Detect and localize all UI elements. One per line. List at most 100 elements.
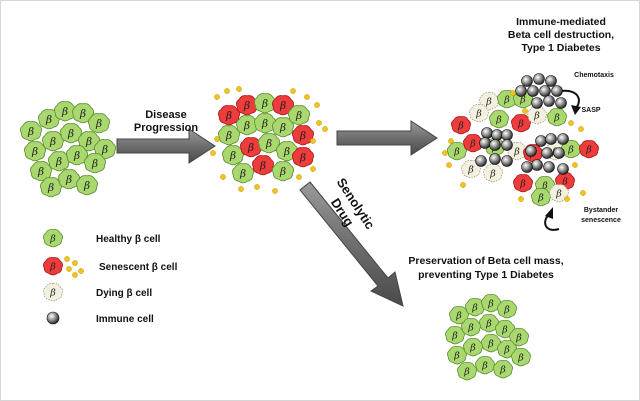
beta-cell-cluster3-7-symbol: β [533, 110, 540, 121]
sasp-dot-cluster2-16 [310, 166, 316, 172]
healthy-beta-cell-cluster4-14-symbol: β [481, 360, 488, 371]
sasp-dot-cluster2-7 [322, 126, 328, 132]
healthy-beta-cell-cluster1-7-body [59, 123, 83, 144]
legend-sasp-dot-0 [64, 256, 70, 262]
sasp-label: SASP [581, 107, 600, 114]
healthy-beta-cell-cluster4-16-body [511, 348, 531, 367]
immune-cell-4 [551, 85, 563, 97]
immune-cell-10 [481, 127, 493, 139]
beta-cell-cluster2-1: β [235, 95, 259, 116]
healthy-beta-cell-cluster1-14: β [39, 177, 63, 198]
healthy-beta-cell-cluster1-1-symbol: β [45, 114, 52, 126]
healthy-beta-cell-cluster4-4-symbol: β [451, 330, 458, 341]
immune-mediated-title-line3: Type 1 Diabetes [521, 42, 600, 54]
legend-dying-icon-symbol: β [49, 287, 56, 298]
beta-cell-cluster3-19-body [513, 174, 533, 193]
legend-immune-label: Immune cell [96, 314, 154, 325]
healthy-beta-cell-cluster1-13: β [83, 153, 107, 174]
immune-cell-3 [539, 85, 551, 97]
healthy-beta-cell-cluster4-11-body [481, 334, 501, 353]
beta-cell-cluster3-3: β [451, 116, 471, 135]
healthy-beta-cell-cluster4-13-symbol: β [463, 366, 470, 377]
healthy-beta-cell-cluster1-3-symbol: β [79, 108, 86, 120]
healthy-beta-cell-cluster4-11: β [481, 334, 501, 353]
immune-cell-25 [521, 161, 533, 173]
healthy-beta-cell-cluster4-15: β [493, 360, 513, 379]
beta-cell-cluster2-15: β [231, 163, 255, 184]
beta-cell-cluster3-22-body [531, 188, 551, 207]
healthy-beta-cell-cluster1-12-body [65, 145, 89, 166]
beta-cell-cluster3-1-symbol: β [503, 94, 510, 105]
sasp-dot-cluster3-9 [580, 190, 586, 196]
healthy-beta-cell-cluster4-14-body [475, 356, 495, 375]
sasp-dot-cluster2-10 [210, 150, 216, 156]
beta-cell-cluster3-8: β [547, 108, 567, 127]
healthy-beta-cell-cluster4-8-body [509, 328, 529, 347]
sasp-dot-cluster2-12 [238, 186, 244, 192]
immune-cell-8 [555, 97, 567, 109]
healthy-beta-cell-cluster1-13-symbol: β [91, 158, 98, 170]
healthy-beta-cell-cluster4-15-body [493, 360, 513, 379]
legend-dying-icon-body [43, 283, 63, 302]
healthy-beta-cell-cluster4-10-body [463, 338, 483, 357]
beta-cell-cluster2-8-symbol: β [279, 122, 286, 134]
beta-cell-cluster3-8-symbol: β [553, 112, 560, 123]
healthy-beta-cell-cluster4-13: β [457, 362, 477, 381]
beta-cell-cluster2-12-body [257, 133, 281, 154]
immune-cell-27 [501, 155, 513, 167]
healthy-beta-cell-cluster1-11-symbol: β [55, 156, 62, 168]
beta-cell-cluster2-9-body [291, 125, 315, 146]
beta-cell-cluster2-14-symbol: β [299, 152, 306, 164]
beta-cell-cluster3-6: β [511, 114, 531, 133]
healthy-beta-cell-cluster4-1-symbol: β [471, 302, 478, 313]
legend-senescent-icon-body [43, 257, 63, 276]
beta-cell-cluster3-18: β [483, 164, 503, 183]
bystander-label: Bystander [584, 207, 619, 214]
beta-cell-cluster2-3-body [271, 95, 295, 116]
beta-cell-cluster2-12-symbol: β [265, 138, 272, 150]
beta-cell-cluster2-16: β [251, 155, 275, 176]
beta-cell-cluster2-17: β [271, 161, 295, 182]
beta-cell-cluster2-9: β [291, 125, 315, 146]
healthy-beta-cell-cluster1-16: β [75, 175, 99, 196]
healthy-beta-cell-cluster4-6: β [479, 314, 499, 333]
immune-cell-17 [545, 133, 557, 145]
immune-destruction-arrow [336, 120, 438, 156]
sasp-dot-cluster2-6 [316, 120, 322, 126]
immune-cell-6 [515, 85, 527, 97]
healthy-beta-cell-cluster1-7-symbol: β [67, 128, 74, 140]
healthy-beta-cell-cluster4-2-body [481, 294, 501, 313]
legend-healthy-icon-body [43, 229, 63, 248]
legend-healthy-icon-symbol: β [49, 233, 56, 244]
healthy-beta-cell-cluster4-3-body [497, 300, 517, 319]
immune-cell-5 [527, 85, 539, 97]
beta-cell-cluster2-8-body [271, 117, 295, 138]
beta-cell-cluster3-22-symbol: β [537, 192, 544, 203]
disease-progression-label-line2: Progression [134, 122, 198, 134]
beta-cell-cluster2-15-body [231, 163, 255, 184]
beta-cell-cluster2-7-symbol: β [261, 118, 268, 130]
beta-cell-cluster3-21-symbol: β [561, 176, 568, 187]
beta-cell-cluster2-13-symbol: β [283, 146, 290, 158]
healthy-beta-cell-cluster1-15-symbol: β [65, 174, 72, 186]
healthy-beta-cell-cluster4-9-symbol: β [453, 350, 460, 361]
beta-cell-cluster3-19-symbol: β [519, 178, 526, 189]
healthy-beta-cell-cluster1-0: β [19, 121, 43, 142]
beta-cell-cluster2-11-symbol: β [247, 142, 254, 154]
healthy-beta-cell-cluster1-2: β [53, 101, 77, 122]
sasp-dot-cluster3-3 [510, 90, 516, 96]
beta-cell-cluster2-16-body [251, 155, 275, 176]
beta-cell-cluster2-2-body [253, 93, 277, 114]
beta-cell-cluster3-8-body [547, 108, 567, 127]
legend-dying-icon: β [43, 283, 63, 302]
healthy-beta-cell-cluster1-10-symbol: β [37, 166, 44, 178]
sasp-dot-cluster2-9 [214, 136, 220, 142]
healthy-beta-cell-cluster1-13-body [83, 153, 107, 174]
preservation-label-line2: preventing Type 1 Diabetes [418, 269, 554, 281]
beta-cell-cluster3-20-symbol: β [541, 180, 548, 191]
healthy-beta-cell-cluster4-4: β [445, 326, 465, 345]
beta-cell-cluster2-4: β [287, 105, 311, 126]
sasp-dot-cluster2-15 [296, 174, 302, 180]
healthy-beta-cell-cluster1-6: β [41, 131, 65, 152]
